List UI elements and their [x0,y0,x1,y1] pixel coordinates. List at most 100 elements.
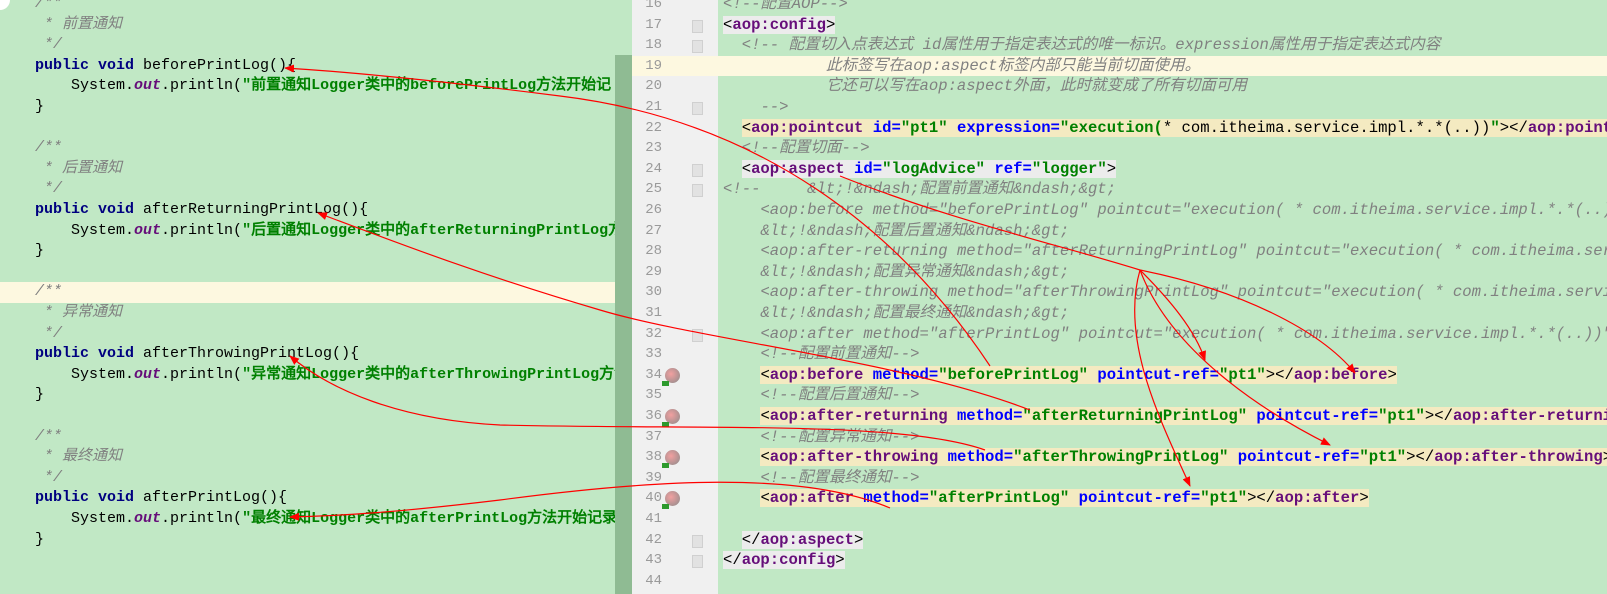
xml-code-line[interactable]: &lt;!&ndash;配置最终通知&ndash;&gt; [718,303,1607,324]
code-token: < [723,15,733,34]
java-code-line[interactable]: System.out.println("前置通知Logger类中的beforeP… [0,76,615,97]
code-token: public void [35,201,144,218]
java-editor-scrollbar[interactable] [615,55,632,594]
fold-marker-icon[interactable] [692,184,703,198]
java-code-line[interactable] [0,406,615,427]
xml-code-line[interactable]: <aop:after method="afterPrintLog" pointc… [718,324,1607,345]
java-code-line[interactable]: */ [0,468,615,489]
code-token: */ [35,324,63,342]
xml-code-line[interactable]: <aop:after method="afterPrintLog" pointc… [718,488,1607,509]
java-code-line[interactable]: * 前置通知 [0,15,615,36]
java-code-line[interactable] [0,262,615,283]
xml-code-line[interactable]: <aop:config> [718,15,1607,36]
code-token: } [35,386,45,404]
navigate-to-method-icon[interactable] [662,450,680,469]
xml-code-line[interactable]: <!--配置最终通知--> [718,468,1607,489]
java-code-line[interactable]: System.out.println("最终通知Logger类中的afterPr… [0,509,615,530]
fold-marker-icon[interactable] [692,102,703,115]
code-token: /** [35,139,63,157]
code-token: > [1387,365,1397,384]
fold-marker-icon[interactable] [692,40,703,54]
code-token [723,407,760,425]
navigate-to-method-icon[interactable] [662,367,680,386]
java-code-line[interactable]: /** [0,282,615,303]
code-token: <!--配置异常通知--> [760,427,920,446]
line-number: 22 [645,119,662,136]
xml-code-line[interactable]: <aop:after-returning method="afterReturn… [718,241,1607,262]
xml-code-line[interactable]: <!--配置切面--> [718,138,1607,159]
navigate-to-method-icon[interactable] [662,491,680,510]
xml-code-line[interactable]: <!--配置异常通知--> [718,427,1607,448]
code-token: "pt1" [1200,489,1248,508]
java-code-line[interactable]: System.out.println("后置通知Logger类中的afterRe… [0,221,615,242]
java-code-line[interactable]: public void afterPrintLog(){ [0,488,615,509]
java-code-line[interactable]: public void beforePrintLog(){ [0,56,615,77]
xml-code-line[interactable]: </aop:config> [718,550,1607,571]
code-token: id= [872,118,901,137]
code-token: </ [723,551,742,570]
xml-code-line[interactable]: </aop:aspect> [718,530,1607,551]
fold-marker-icon[interactable] [692,163,703,177]
xml-code-line[interactable]: <aop:after-throwing method="afterThrowin… [718,447,1607,468]
java-code-line[interactable]: } [0,385,615,406]
code-token: aop:after-returning [769,407,957,425]
xml-code-line[interactable]: --> [718,97,1607,118]
xml-code-line[interactable]: <aop:before method="beforePrintLog" poin… [718,200,1607,221]
line-number: 20 [645,78,662,95]
code-token: "afterPrintLog" [928,489,1079,508]
code-token: 它还可以写在aop:aspect外面，此时就变成了所有切面可用 [825,77,1247,96]
code-token [723,304,760,322]
xml-code-line[interactable]: <aop:before method="beforePrintLog" poin… [718,365,1607,386]
java-code-line[interactable]: * 最终通知 [0,447,615,468]
java-code-line[interactable]: * 异常通知 [0,303,615,324]
xml-code-line[interactable] [718,509,1607,530]
xml-code-line[interactable]: 它还可以写在aop:aspect外面，此时就变成了所有切面可用 [718,76,1607,97]
xml-code-line[interactable]: <aop:pointcut id="pt1" expression="execu… [718,118,1607,139]
navigate-to-method-icon[interactable] [662,409,680,427]
fold-marker-icon[interactable] [692,534,703,548]
xml-code-line[interactable] [718,571,1607,592]
java-code-line[interactable]: /** [0,0,615,15]
xml-code-line[interactable]: <aop:after-throwing method="afterThrowin… [718,282,1607,303]
code-token: aop:aspect [760,530,855,549]
fold-marker-icon[interactable] [692,19,703,33]
code-token: "前置通知Logger类中的beforePrintLog方法开始记 [242,77,612,95]
java-code-line[interactable] [0,550,615,571]
xml-code-line[interactable]: &lt;!&ndash;配置异常通知&ndash;&gt; [718,262,1607,283]
xml-code-line[interactable]: <!--配置AOP--> [718,0,1607,15]
fold-marker-icon[interactable] [692,555,703,569]
java-code-line[interactable]: * 后置通知 [0,159,615,180]
java-code-line[interactable]: /** [0,427,615,448]
java-code-line[interactable]: */ [0,35,615,56]
code-token: aop:config [732,15,826,34]
xml-code-line[interactable]: <!-- &lt;!&ndash;配置前置通知&ndash;&gt; [718,179,1607,200]
code-token: "pt1" [1378,407,1425,425]
code-token: pointcut-ref= [1256,407,1379,425]
xml-code-line[interactable]: <!-- 配置切入点表达式 id属性用于指定表达式的唯一标识。expressio… [718,35,1607,56]
code-token: &lt;!&ndash;配置最终通知&ndash;&gt; [760,304,1070,322]
xml-code-line[interactable]: <!--配置后置通知--> [718,385,1607,406]
java-code-line[interactable]: */ [0,179,615,200]
java-code-line[interactable]: /** [0,138,615,159]
java-code-line[interactable]: public void afterThrowingPrintLog(){ [0,344,615,365]
xml-code-line[interactable]: 此标签写在aop:aspect标签内部只能当前切面使用。 [718,55,1607,77]
java-code-line[interactable]: } [0,241,615,262]
code-token: &lt;!&ndash;配置异常通知&ndash;&gt; [760,262,1070,281]
java-code-line[interactable]: System.out.println("异常通知Logger类中的afterTh… [0,365,615,386]
xml-code-line[interactable]: <aop:after-returning method="afterReturn… [718,406,1607,427]
code-token: out [134,365,162,383]
java-code-line[interactable]: */ [0,324,615,345]
xml-code-line[interactable]: &lt;!&ndash;配置后置通知&ndash;&gt; [718,221,1607,242]
java-editor-pane[interactable]: /** * 前置通知 */public void beforePrintLog(… [0,0,615,594]
fold-marker-icon[interactable] [692,328,703,342]
java-code-line[interactable] [0,118,615,139]
code-token: aop:before [1293,365,1388,384]
java-code-line[interactable]: } [0,530,615,551]
code-token: .println( [161,221,243,239]
xml-editor-pane[interactable]: <!--配置AOP--><aop:config> <!-- 配置切入点表达式 i… [718,0,1607,594]
xml-code-line[interactable]: <aop:aspect id="logAdvice" ref="logger"> [718,159,1607,180]
java-code-line[interactable]: } [0,97,615,118]
xml-code-line[interactable]: <!--配置前置通知--> [718,344,1607,365]
java-code-line[interactable]: public void afterReturningPrintLog(){ [0,200,615,221]
code-token: "logAdvice" [882,159,995,178]
